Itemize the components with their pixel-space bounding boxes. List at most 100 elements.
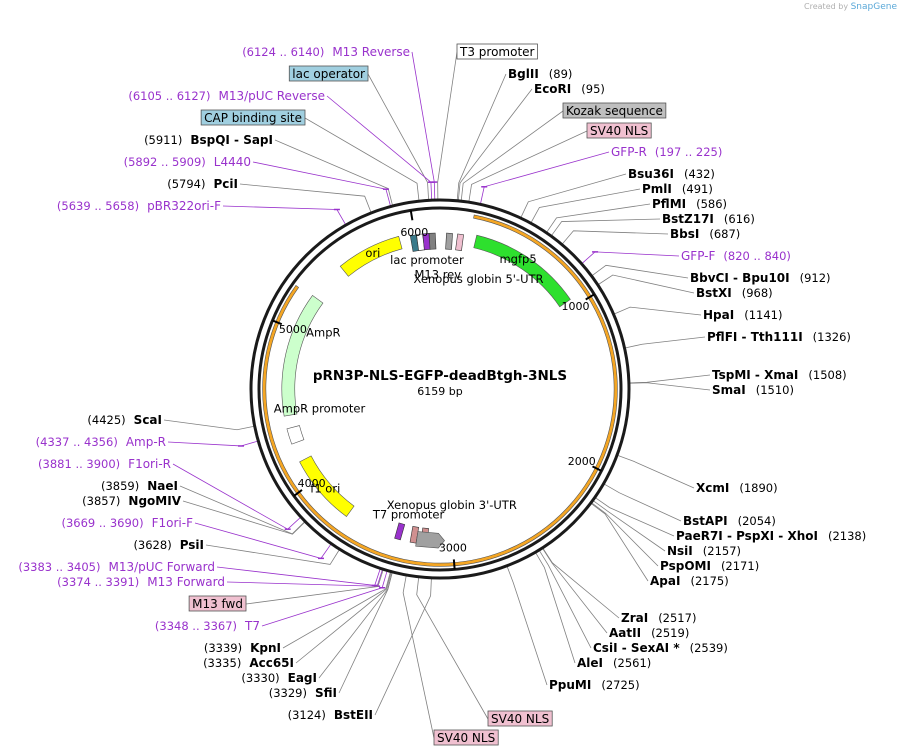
feature-block-8 xyxy=(394,522,406,541)
label-text: SfiI xyxy=(315,686,337,700)
feature-ampr xyxy=(281,294,324,417)
label-location: (3383 .. 3405) xyxy=(18,560,100,574)
label-location: (1508) xyxy=(808,368,846,382)
label-gfp-r-5: GFP-R(197 .. 225) xyxy=(611,145,722,159)
leader-m13-reverse-31 xyxy=(411,51,436,200)
label-text: BstAPI xyxy=(683,514,728,528)
label-apai-23: ApaI(2175) xyxy=(650,574,729,588)
tick-label-6000: 6000 xyxy=(400,226,428,239)
label-text: Kozak sequence xyxy=(566,104,663,118)
label-text: PpuMI xyxy=(549,678,591,692)
label-location: (3329) xyxy=(269,686,307,700)
label-t7-49: T7(3348 .. 3367) xyxy=(155,619,260,633)
leader-scai-39 xyxy=(163,419,254,431)
leader-gfp-r-5 xyxy=(480,151,610,204)
label-text: BbvCI - Bpu10I xyxy=(690,271,790,285)
feature-ampr-promoter xyxy=(286,425,305,445)
tick-6000 xyxy=(409,210,414,221)
label-text: BglII xyxy=(508,67,539,81)
label-xcmi-18: XcmI(1890) xyxy=(696,481,778,495)
label-tspmi-xmai-16: TspMI - XmaI(1508) xyxy=(712,368,847,382)
backbone-inner-ring xyxy=(257,206,623,572)
leader-alei-27 xyxy=(535,552,576,664)
leader-sv40-nls-30 xyxy=(402,575,435,739)
label-text: M13/pUC Reverse xyxy=(219,89,326,103)
label-location: (2171) xyxy=(721,559,759,573)
tick-label-1000: 1000 xyxy=(561,300,589,313)
leader-m13-puc-reverse-33 xyxy=(326,95,433,200)
leader-bbsi-10 xyxy=(562,230,669,245)
tick-4000 xyxy=(293,489,303,497)
leader-bstz17i-9 xyxy=(551,218,661,236)
snapgene-credit: Created by SnapGene xyxy=(804,2,897,12)
leader-m13-fwd-48 xyxy=(245,570,384,605)
label-sv40-nls-30: SV40 NLS xyxy=(433,729,499,746)
label-location: (3628) xyxy=(133,538,171,552)
plasmid-size: 6159 bp xyxy=(417,385,462,398)
leader-pcii-37 xyxy=(239,183,372,213)
label-text: NsiI xyxy=(667,544,693,558)
label-location: (5911) xyxy=(144,133,182,147)
label-amp-r-40: Amp-R(4337 .. 4356) xyxy=(36,435,166,449)
label-text: ScaI xyxy=(134,413,162,427)
label-nsii-21: NsiI(2157) xyxy=(667,544,741,558)
label-bsteii-54: BstEII(3124) xyxy=(288,708,373,722)
leader-aatii-25 xyxy=(542,548,608,634)
leader-ngomiv-43 xyxy=(182,500,305,535)
label-sv40-nls-4: SV40 NLS xyxy=(586,122,652,139)
label-f1ori-r-41: F1ori-R(3881 .. 3900) xyxy=(38,457,171,471)
label-text: BbsI xyxy=(670,227,699,241)
label-text: ApaI xyxy=(650,574,680,588)
label-location: (3881 .. 3900) xyxy=(38,457,120,471)
label-text: M13/pUC Forward xyxy=(108,560,215,574)
label-location: (2725) xyxy=(601,678,639,692)
leader-pflfi-tth111i-15 xyxy=(625,336,706,349)
feature-ori xyxy=(339,235,403,277)
leader-smai-17 xyxy=(629,382,711,391)
leader-hpai-14 xyxy=(614,306,702,316)
label-text: BstEII xyxy=(334,708,373,722)
feature-block-5 xyxy=(455,233,464,251)
label-location: (1510) xyxy=(756,383,794,397)
label-cap-binding-site-34: CAP binding site xyxy=(200,109,306,126)
label-eagi-52: EagI(3330) xyxy=(241,671,317,685)
label-text: Acc65I xyxy=(249,656,294,670)
label-pflmi-8: PflMI(586) xyxy=(652,197,727,211)
feature-f1-ori xyxy=(299,455,355,517)
label-m13-forward-47: M13 Forward(3374 .. 3391) xyxy=(57,575,225,589)
leader-psii-45 xyxy=(205,544,340,565)
label-sv40-nls-29: SV40 NLS xyxy=(487,710,553,727)
label-pcii-37: PciI(5794) xyxy=(167,177,238,191)
leader-sv40-nls-4 xyxy=(468,130,588,202)
label-bsu36i-6: Bsu36I(432) xyxy=(628,167,715,181)
label-text: XcmI xyxy=(696,481,729,495)
feature-block-4 xyxy=(445,232,453,250)
label-location: (3374 .. 3391) xyxy=(57,575,139,589)
label-t3-promoter-0: T3 promoter xyxy=(456,43,538,60)
backbone-outer-ring xyxy=(249,198,631,580)
label-box xyxy=(456,43,538,60)
label-text: BspQI - SapI xyxy=(190,133,273,147)
label-text: lac operator xyxy=(292,67,365,81)
tick-1000 xyxy=(585,293,595,301)
label-naei-42: NaeI(3859) xyxy=(101,479,178,493)
label-text: PflMI xyxy=(652,197,686,211)
label-kpni-50: KpnI(3339) xyxy=(204,641,281,655)
label-box xyxy=(288,65,369,82)
label-bstz17i-9: BstZ17I(616) xyxy=(662,212,755,226)
label-smai-17: SmaI(1510) xyxy=(712,383,794,397)
feature-label-t7-promoter: T7 promoter xyxy=(372,508,445,522)
label-location: (5639 .. 5658) xyxy=(57,199,139,213)
leader-bglii-1 xyxy=(456,73,507,200)
label-location: (197 .. 225) xyxy=(655,145,723,159)
label-text: PciI xyxy=(214,177,239,191)
leader-nsii-21 xyxy=(593,500,666,552)
label-location: (968) xyxy=(742,286,773,300)
label-kozak-sequence-3: Kozak sequence xyxy=(562,102,667,119)
label-location: (912) xyxy=(800,271,831,285)
feature-mgfp5 xyxy=(473,234,571,308)
label-psii-45: PsiI(3628) xyxy=(133,538,204,552)
label-text: pBR322ori-F xyxy=(147,199,221,213)
label-ecori-2: EcoRI(95) xyxy=(534,82,605,96)
